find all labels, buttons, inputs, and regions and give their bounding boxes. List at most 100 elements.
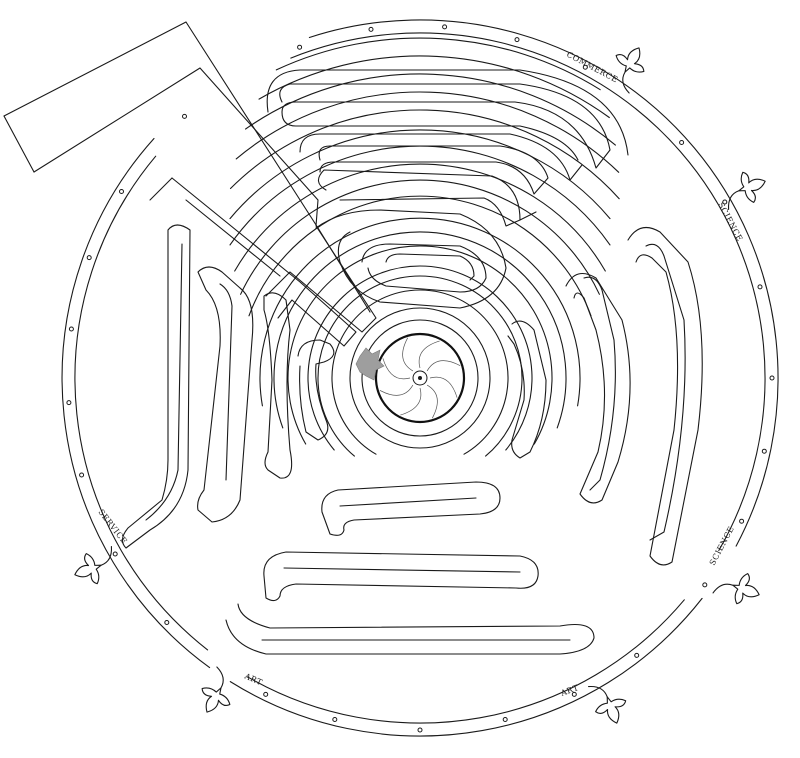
maze-ring-wall bbox=[273, 231, 567, 429]
outer-band-wall bbox=[290, 32, 766, 552]
maze-ring-wall bbox=[248, 195, 592, 317]
maze-wall bbox=[219, 283, 233, 481]
maze-wall bbox=[507, 320, 547, 459]
fleur-petal bbox=[595, 696, 627, 724]
rosette-petal bbox=[379, 384, 414, 396]
band-dot bbox=[679, 140, 685, 145]
band-dot bbox=[68, 326, 74, 332]
maze-ring-wall bbox=[287, 245, 553, 445]
fleur-petal bbox=[732, 573, 760, 605]
entrance-wall bbox=[33, 67, 377, 333]
label-science-upper: SCIENCE bbox=[716, 201, 744, 243]
band-dot bbox=[263, 691, 269, 697]
maze-ring-wall bbox=[331, 289, 509, 455]
maze-ring-wall bbox=[259, 217, 581, 407]
outer-band-wall bbox=[308, 19, 779, 547]
band-dot bbox=[769, 375, 775, 381]
maze-ring-wall bbox=[229, 145, 611, 246]
goal-center bbox=[349, 307, 491, 449]
fleur-scroll bbox=[216, 666, 224, 689]
band-dots bbox=[66, 24, 775, 733]
fleur-scroll bbox=[100, 546, 113, 566]
maze-wall bbox=[297, 339, 335, 441]
outer-band-wall bbox=[246, 599, 685, 724]
band-dot bbox=[112, 551, 118, 557]
goal-hub-center bbox=[418, 376, 422, 380]
rosette-petal bbox=[418, 340, 440, 369]
outer-band-wall bbox=[229, 597, 703, 737]
maze-ring-wall bbox=[275, 37, 601, 91]
outer-arc-bands bbox=[61, 19, 779, 737]
label-art-right: ART bbox=[559, 683, 581, 698]
band-dot bbox=[761, 448, 767, 454]
fleur-de-lis-icon bbox=[712, 573, 760, 605]
rosette-icon bbox=[379, 337, 461, 419]
band-dot bbox=[757, 284, 763, 290]
rosette-petal bbox=[382, 358, 411, 380]
label-science-lower: SCIENCE bbox=[708, 525, 736, 567]
label-art-left: ART bbox=[242, 671, 264, 687]
band-dot bbox=[332, 717, 338, 722]
maze-wall bbox=[197, 266, 254, 523]
rosette-petal bbox=[426, 360, 461, 372]
band-dot bbox=[702, 582, 708, 588]
rosette-petal bbox=[429, 376, 458, 398]
band-dot bbox=[66, 400, 72, 406]
rosette-petal bbox=[426, 384, 438, 419]
maze-wall bbox=[318, 145, 549, 195]
maze-wall bbox=[385, 253, 475, 281]
band-dot bbox=[119, 189, 124, 194]
ornaments bbox=[74, 47, 766, 724]
maze-ring-wall bbox=[234, 163, 606, 272]
goal-ring-mid bbox=[361, 319, 479, 437]
band-dot bbox=[502, 717, 508, 722]
band-dot bbox=[571, 691, 577, 697]
fleur-petal bbox=[201, 687, 231, 713]
star-marker-icon[interactable] bbox=[355, 347, 385, 381]
maze-wall bbox=[145, 243, 183, 521]
maze-wall bbox=[583, 276, 616, 491]
maze-wall bbox=[627, 226, 703, 566]
band-dot bbox=[297, 44, 303, 50]
maze-wall bbox=[565, 272, 631, 504]
maze-ring-wall bbox=[229, 109, 620, 200]
entrance-wall bbox=[3, 21, 371, 313]
maze-wall bbox=[339, 497, 477, 507]
maze-wall bbox=[266, 69, 629, 156]
entrance-corridor bbox=[3, 21, 377, 347]
rosette-petal bbox=[400, 387, 422, 416]
maze-wall bbox=[121, 224, 191, 549]
entrance-wall bbox=[185, 199, 281, 277]
maze-ring-wall bbox=[258, 55, 610, 119]
band-dot bbox=[79, 472, 85, 478]
maze-ring-wall bbox=[229, 129, 611, 220]
band-dot bbox=[739, 518, 745, 524]
goal-ring-outer bbox=[349, 307, 491, 449]
fleur-de-lis-icon bbox=[615, 47, 645, 94]
band-dot bbox=[722, 199, 728, 205]
maze-wall bbox=[317, 169, 537, 221]
band-dot bbox=[164, 620, 170, 625]
maze-ring-wall bbox=[240, 179, 600, 295]
fleur-scroll bbox=[727, 190, 740, 210]
fleur-petal bbox=[615, 47, 645, 73]
maze-wall bbox=[321, 481, 501, 536]
band-dot bbox=[514, 37, 520, 43]
band-dot bbox=[368, 26, 374, 32]
entrance-wall bbox=[171, 177, 357, 347]
maze-wall bbox=[263, 551, 539, 602]
fleur-de-lis-icon bbox=[201, 666, 231, 713]
outer-band-wall bbox=[61, 137, 211, 669]
band-dot bbox=[86, 255, 92, 261]
maze-wall bbox=[361, 243, 487, 293]
maze-wall bbox=[283, 567, 521, 573]
band-dot bbox=[182, 113, 187, 119]
fleur-scroll bbox=[588, 685, 608, 698]
band-dot bbox=[582, 64, 588, 70]
fleur-scroll bbox=[622, 71, 630, 94]
outer-band-wall bbox=[74, 155, 209, 651]
goal-ring bbox=[374, 332, 466, 424]
rosette-petal bbox=[402, 337, 414, 372]
maze-wall bbox=[225, 603, 595, 655]
fleur-de-lis-icon bbox=[588, 685, 627, 724]
